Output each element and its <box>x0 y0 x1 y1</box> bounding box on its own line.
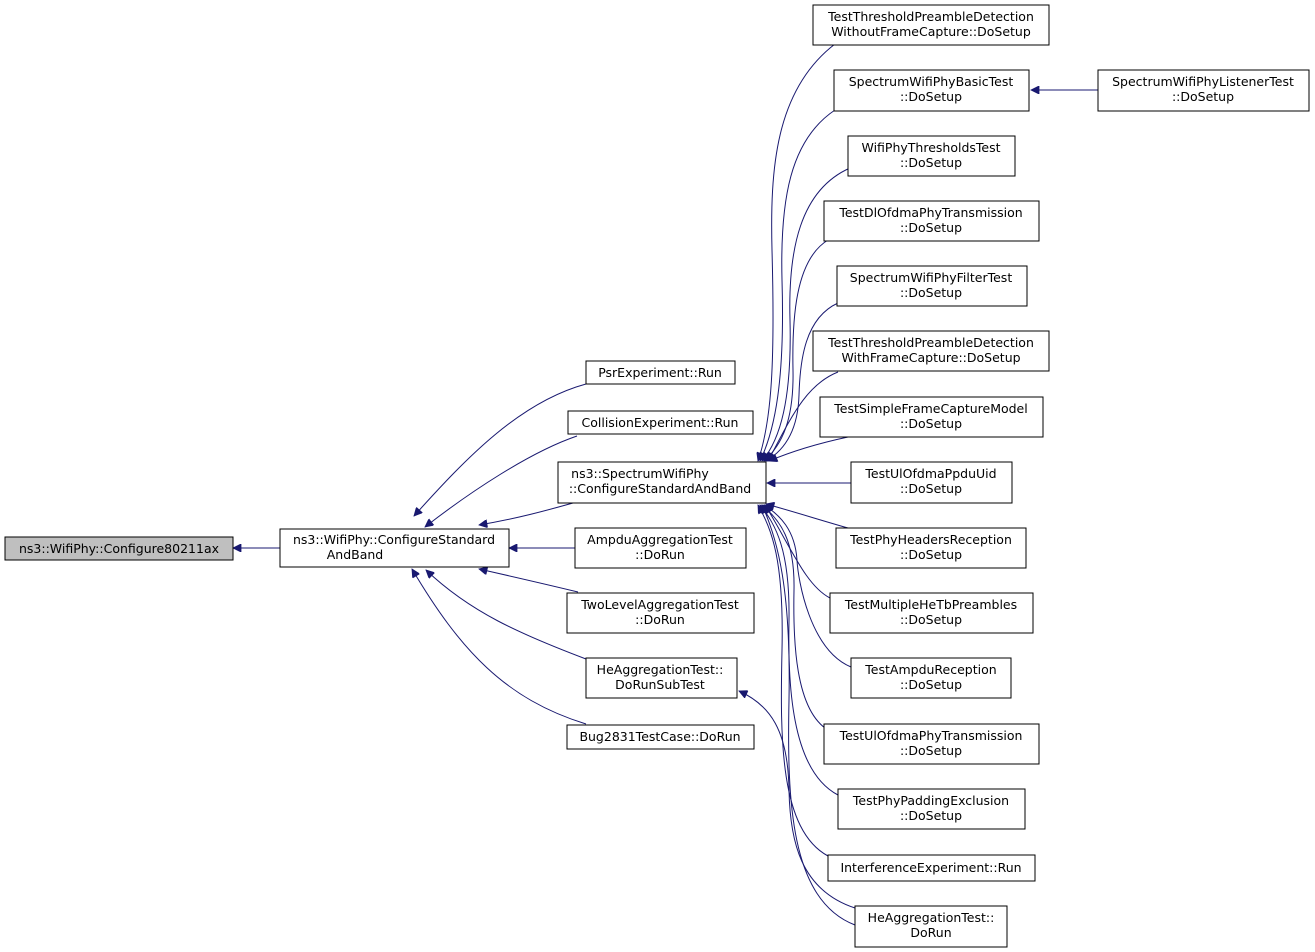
node-dl-ofdma-phy-transmission[interactable]: TestDlOfdmaPhyTransmission ::DoSetup <box>823 200 1040 242</box>
edge-psr_run-wifiphy_configure <box>414 383 587 516</box>
node-interference-experiment-run[interactable]: InterferenceExperiment::Run <box>827 854 1036 882</box>
node-label-line1: TestMultipleHeTbPreambles <box>844 597 1017 612</box>
node-ampdu-aggregation-test-dorun[interactable]: AmpduAggregationTest ::DoRun <box>574 527 747 569</box>
node-label-line1: SpectrumWifiPhyListenerTest <box>1112 74 1294 89</box>
node-label-line2: ::DoRun <box>635 547 685 562</box>
node-label-line2: ::DoSetup <box>900 481 962 496</box>
edge-ampdu_reception-spectrum_configure <box>764 505 852 668</box>
edge-phy_headers-spectrum_configure <box>766 504 849 529</box>
edge-dl_ofdma-spectrum_configure <box>764 239 829 461</box>
node-bug2831-testcase-dorun[interactable]: Bug2831TestCase::DoRun <box>566 724 755 750</box>
edge-wp_thresholds-spectrum_configure <box>762 167 851 461</box>
node-configure80211ax[interactable]: ns3::WifiPhy::Configure80211ax <box>4 536 234 561</box>
node-label-line2: ::DoSetup <box>900 547 962 562</box>
edge-layer <box>233 43 1098 926</box>
node-simple-frame-capture-model[interactable]: TestSimpleFrameCaptureModel ::DoSetup <box>819 396 1044 438</box>
node-label-line2: ::DoSetup <box>900 155 962 170</box>
node-label-line2: ::DoSetup <box>900 285 962 300</box>
node-label-line1: TestPhyPaddingExclusion <box>852 793 1009 808</box>
node-label-line1: SpectrumWifiPhyBasicTest <box>849 74 1014 89</box>
node-label: Bug2831TestCase::DoRun <box>579 729 740 744</box>
node-ampdu-reception[interactable]: TestAmpduReception ::DoSetup <box>850 657 1012 699</box>
edge-swp_basic-spectrum_configure <box>760 109 836 461</box>
node-ul-ofdma-phy-transmission[interactable]: TestUlOfdmaPhyTransmission ::DoSetup <box>823 723 1040 765</box>
node-label-line1: TestAmpduReception <box>864 662 996 677</box>
node-label-line1: TestThresholdPreambleDetection <box>827 9 1034 24</box>
node-label-line2: ::DoSetup <box>1172 89 1234 104</box>
node-phy-headers-reception[interactable]: TestPhyHeadersReception ::DoSetup <box>835 527 1027 569</box>
node-ul-ofdma-ppdu-uid[interactable]: TestUlOfdmaPpduUid ::DoSetup <box>850 461 1013 504</box>
node-label-line2: WithoutFrameCapture::DoSetup <box>831 24 1031 39</box>
node-label-line2: ::DoSetup <box>900 220 962 235</box>
node-spectrum-wifiphy-configure[interactable]: ns3::SpectrumWifiPhy ::ConfigureStandard… <box>557 461 767 504</box>
node-threshold-preamble-with-capture[interactable]: TestThresholdPreambleDetection WithFrame… <box>812 330 1050 372</box>
node-label-line2: ::DoSetup <box>900 89 962 104</box>
node-spectrum-wifiphy-basic-test[interactable]: SpectrumWifiPhyBasicTest ::DoSetup <box>833 69 1030 112</box>
node-threshold-preamble-without-capture[interactable]: TestThresholdPreambleDetection WithoutFr… <box>812 4 1050 46</box>
node-label-line1: ns3::SpectrumWifiPhy <box>571 466 709 481</box>
node-layer: ns3::WifiPhy::Configure80211ax ns3::Wifi… <box>4 4 1310 948</box>
node-multiple-hetb-preambles[interactable]: TestMultipleHeTbPreambles ::DoSetup <box>829 592 1034 634</box>
node-label-line1: TestThresholdPreambleDetection <box>827 335 1034 350</box>
node-label-line1: AmpduAggregationTest <box>587 532 733 547</box>
node-label: CollisionExperiment::Run <box>582 415 739 430</box>
node-label-line1: HeAggregationTest:: <box>868 910 995 925</box>
edge-tpd_with-spectrum_configure <box>767 371 839 461</box>
node-he-aggregation-test-dorunsubtest[interactable]: HeAggregationTest:: DoRunSubTest <box>585 657 738 699</box>
node-label-line2: ::DoRun <box>635 612 685 627</box>
node-twolevel-aggregation-test-dorun[interactable]: TwoLevelAggregationTest ::DoRun <box>566 592 755 634</box>
node-psr-experiment-run[interactable]: PsrExperiment::Run <box>585 360 736 385</box>
node-label-line2: ::DoSetup <box>900 612 962 627</box>
node-label-line2: WithFrameCapture::DoSetup <box>841 350 1020 365</box>
node-spectrum-wifiphy-listener-test[interactable]: SpectrumWifiPhyListenerTest ::DoSetup <box>1097 69 1310 112</box>
node-label-line2: ::DoSetup <box>900 743 962 758</box>
node-label-line1: ns3::WifiPhy::ConfigureStandard <box>293 532 495 547</box>
node-label-line2: DoRunSubTest <box>615 677 705 692</box>
node-label: InterferenceExperiment::Run <box>840 860 1021 875</box>
node-label-line1: SpectrumWifiPhyFilterTest <box>850 270 1013 285</box>
edge-bug2831_run-wifiphy_configure <box>412 569 587 725</box>
node-label-line2: ::DoSetup <box>900 416 962 431</box>
edge-heagg_run-heagg_subtest <box>739 691 856 909</box>
node-wifiphy-thresholds-test[interactable]: WifiPhyThresholdsTest ::DoSetup <box>847 135 1016 177</box>
node-he-aggregation-test-dorun[interactable]: HeAggregationTest:: DoRun <box>854 905 1008 948</box>
node-wifiphy-configure-standard-and-band[interactable]: ns3::WifiPhy::ConfigureStandard AndBand <box>279 528 510 568</box>
node-spectrum-wifiphy-filter-test[interactable]: SpectrumWifiPhyFilterTest ::DoSetup <box>836 265 1028 307</box>
node-label-line1: WifiPhyThresholdsTest <box>861 140 1000 155</box>
node-label-line2: AndBand <box>327 547 384 562</box>
node-label-line1: TestPhyHeadersReception <box>849 532 1012 547</box>
node-label-line1: TestDlOfdmaPhyTransmission <box>838 205 1022 220</box>
node-phy-padding-exclusion[interactable]: TestPhyPaddingExclusion ::DoSetup <box>837 788 1026 830</box>
edge-simple_capture-spectrum_configure <box>769 436 849 461</box>
edge-heagg_run-spectrum_configure <box>762 505 856 926</box>
node-label-line1: TestSimpleFrameCaptureModel <box>833 401 1027 416</box>
edge-ul_ofdma-spectrum_configure <box>762 505 829 731</box>
edge-multi_hetb-spectrum_configure <box>765 505 831 599</box>
edge-phy_padding-spectrum_configure <box>760 505 839 796</box>
node-label-line2: ::DoSetup <box>900 677 962 692</box>
node-label-line2: ::DoSetup <box>900 808 962 823</box>
edge-spectrum_configure-wifiphy_configure <box>479 500 581 525</box>
node-label-line1: TwoLevelAggregationTest <box>580 597 739 612</box>
node-label-line1: HeAggregationTest:: <box>597 662 724 677</box>
node-label: ns3::WifiPhy::Configure80211ax <box>19 541 219 556</box>
edge-twolevel_run-wifiphy_configure <box>479 569 579 593</box>
edge-interference_run-spectrum_configure <box>758 505 829 857</box>
node-label-line2: DoRun <box>910 925 951 940</box>
node-label: PsrExperiment::Run <box>598 365 722 380</box>
node-label-line1: TestUlOfdmaPhyTransmission <box>839 728 1023 743</box>
edge-heagg_subtest-wifiphy_configure <box>426 570 587 660</box>
node-label-line2: ::ConfigureStandardAndBand <box>569 481 751 496</box>
edge-tpd_without-spectrum_configure <box>758 43 836 461</box>
edge-collision_run-wifiphy_configure <box>425 435 578 527</box>
node-collision-experiment-run[interactable]: CollisionExperiment::Run <box>567 410 754 435</box>
node-label-line1: TestUlOfdmaPpduUid <box>864 466 996 481</box>
edge-swp_filter-spectrum_configure <box>766 302 839 461</box>
